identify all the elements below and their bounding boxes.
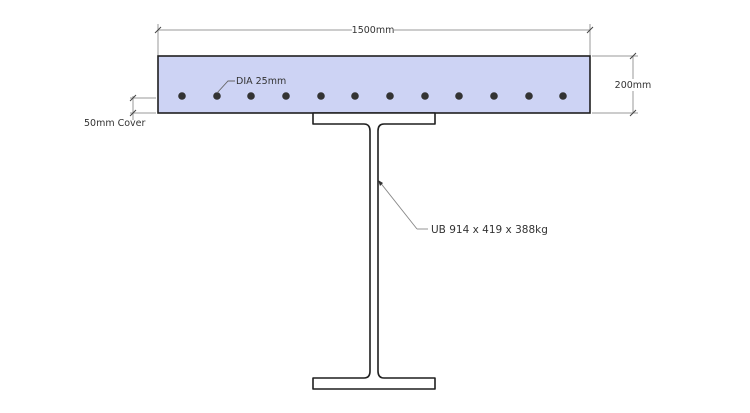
rebar-bar [490,92,498,100]
steel-i-beam [312,112,436,390]
rebar-bar [317,92,325,100]
width-dimension: 1500mm [154,24,594,56]
rebar-bar [455,92,463,100]
cover-dimension: 50mm Cover [84,94,156,129]
rebar-bar [282,92,290,100]
beam-callout: UB 914 x 419 x 388kg [378,180,548,236]
rebar-callout: DIA 25mm [216,76,286,94]
rebar-bar [421,92,429,100]
cover-label: 50mm Cover [84,118,146,129]
rebar-bar [559,92,567,100]
rebar-bar [247,92,255,100]
rebar-bar [525,92,533,100]
width-label: 1500mm [352,25,395,36]
concrete-slab [157,55,591,114]
depth-dimension: 200mm [592,52,652,117]
rebar-bar [386,92,394,100]
rebar-label: DIA 25mm [236,76,286,87]
rebar-bar [351,92,359,100]
rebar-bar [213,92,221,100]
rebar-row [178,92,567,100]
beam-label: UB 914 x 419 x 388kg [431,224,548,236]
rebar-bar [178,92,186,100]
depth-label: 200mm [615,80,652,91]
